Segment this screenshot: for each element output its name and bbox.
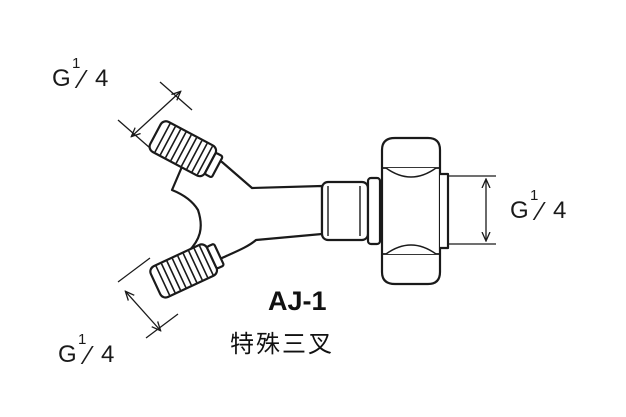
svg-text:4: 4 bbox=[101, 341, 114, 368]
collar bbox=[320, 180, 370, 242]
thread-label-top-left: G 1 ⁄ 4 bbox=[52, 55, 108, 94]
svg-text:1: 1 bbox=[530, 187, 538, 204]
dimension-lines bbox=[117, 81, 496, 339]
svg-text:4: 4 bbox=[95, 65, 108, 92]
part-name: 特殊三叉 bbox=[230, 330, 334, 358]
svg-text:1: 1 bbox=[72, 55, 80, 72]
dim-arrow-upper bbox=[132, 92, 180, 136]
part-code: AJ-1 bbox=[268, 286, 327, 316]
thread-label-right: G 1 ⁄ 4 bbox=[510, 187, 566, 226]
svg-text:4: 4 bbox=[553, 197, 566, 224]
dim-arrow-lower bbox=[126, 292, 160, 330]
svg-text:G: G bbox=[510, 197, 529, 224]
thread-label-bottom-left: G 1 ⁄ 4 bbox=[58, 331, 114, 370]
lower-thread bbox=[149, 243, 225, 299]
svg-text:G: G bbox=[58, 341, 77, 368]
svg-text:G: G bbox=[52, 65, 71, 92]
svg-text:1: 1 bbox=[78, 331, 86, 348]
y-fitting-body bbox=[148, 120, 450, 299]
hex-nut bbox=[380, 136, 450, 286]
